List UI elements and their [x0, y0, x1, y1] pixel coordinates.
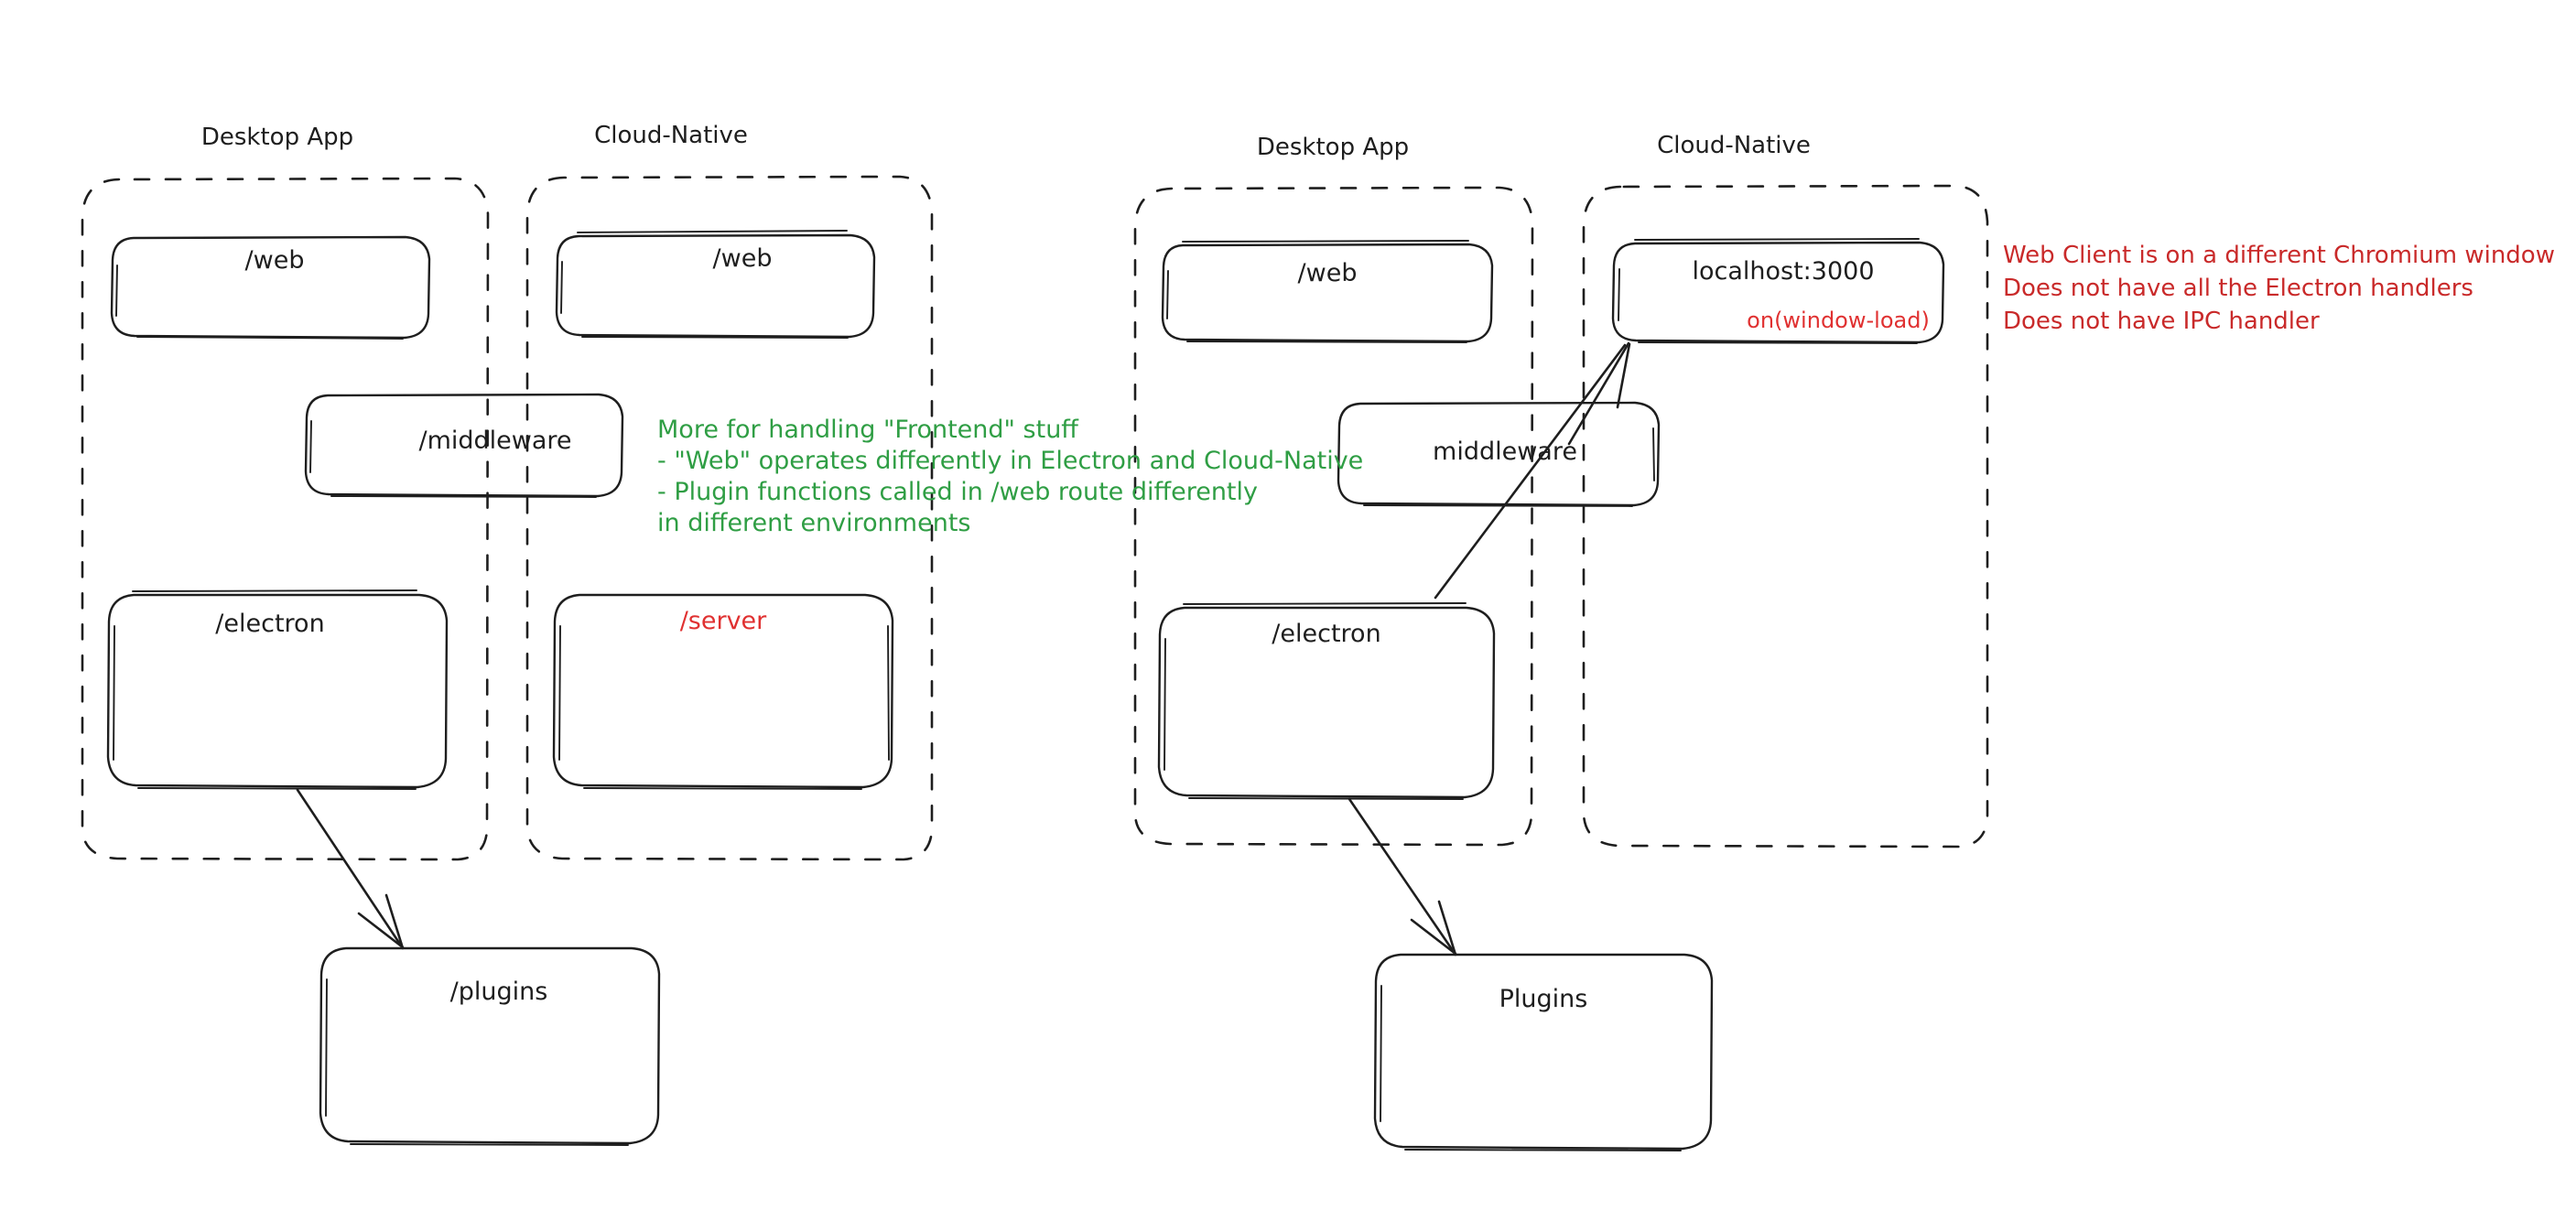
left-server-label: /server [680, 607, 767, 635]
right-electron-box[interactable] [1157, 602, 1496, 800]
left-electron-label: /electron [215, 610, 324, 638]
right-plugins-label: Plugins [1499, 985, 1588, 1013]
left-desktop-web-label: /web [245, 246, 305, 275]
left-server-box[interactable] [552, 593, 894, 790]
right-group-title-cloud-native: Cloud-Native [1657, 132, 1811, 159]
green-note-line-1: More for handling "Frontend" stuff [657, 416, 1079, 444]
left-electron-box[interactable] [106, 589, 449, 790]
right-electron-to-localhost-arrow [1434, 341, 1631, 600]
right-localhost-box[interactable] [1611, 238, 1945, 344]
right-group-title-desktop-app: Desktop App [1257, 134, 1409, 161]
left-electron-to-plugins-arrow [296, 788, 405, 950]
left-desktop-web-box[interactable] [110, 235, 431, 340]
left-cloud-native-container [525, 175, 934, 861]
red-note-line-3: Does not have IPC handler [2003, 308, 2320, 335]
left-plugins-box[interactable] [319, 946, 661, 1146]
right-cloud-native-container [1582, 184, 1989, 848]
right-localhost-sublabel: on(window-load) [1747, 308, 1930, 333]
right-desktop-app-container [1133, 186, 1534, 847]
right-electron-label: /electron [1272, 620, 1380, 648]
green-note-line-4: in different environments [657, 509, 970, 537]
green-note-line-3: - Plugin functions called in /web route … [657, 478, 1258, 506]
left-cloud-web-box[interactable] [555, 230, 876, 339]
left-middleware-label: /middleware [418, 427, 571, 455]
green-note-line-2: - "Web" operates differently in Electron… [657, 447, 1363, 475]
right-localhost-label: localhost:3000 [1692, 257, 1874, 286]
right-plugins-box[interactable] [1373, 953, 1714, 1151]
red-annotation-note: Web Client is on a different Chromium wi… [2003, 242, 2555, 335]
right-desktop-web-box[interactable] [1161, 240, 1494, 343]
left-group-title-cloud-native: Cloud-Native [594, 122, 748, 149]
left-cloud-web-label: /web [713, 244, 773, 273]
green-annotation-note: More for handling "Frontend" stuff - "We… [657, 416, 1363, 537]
left-middleware-box[interactable] [304, 393, 624, 498]
left-group-title-desktop-app: Desktop App [201, 124, 353, 151]
right-middleware-label: middleware [1433, 438, 1577, 466]
left-desktop-app-container [81, 177, 490, 861]
left-plugins-label: /plugins [450, 978, 548, 1006]
red-note-line-1: Web Client is on a different Chromium wi… [2003, 242, 2555, 269]
right-desktop-web-label: /web [1298, 259, 1358, 287]
right-middleware-box[interactable] [1337, 401, 1661, 507]
right-electron-to-plugins-arrow [1348, 797, 1457, 956]
red-note-line-2: Does not have all the Electron handlers [2003, 275, 2473, 302]
